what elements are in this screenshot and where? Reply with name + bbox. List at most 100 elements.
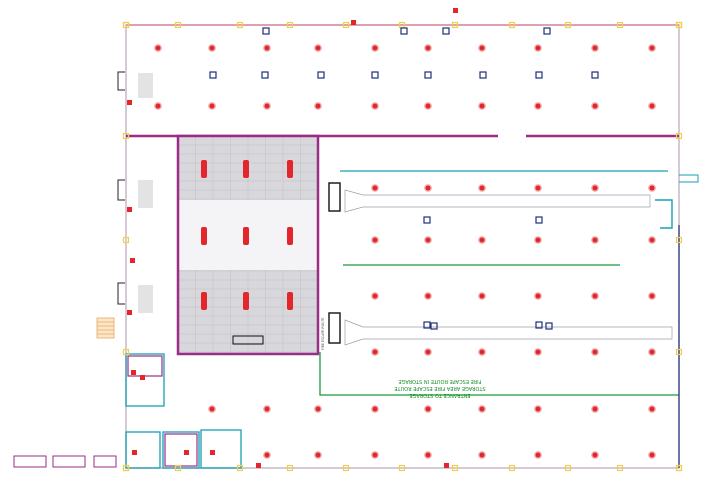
pillar [508,21,516,29]
sprinkler-head-icon [371,451,379,459]
fire-hose-icon [232,335,264,345]
fire-alarm-icon [444,463,449,468]
pillar [286,464,294,472]
fire-alarm-icon [127,100,132,105]
fire-extinguisher-icon [442,27,450,35]
sprinkler-head-icon [591,292,599,300]
fire-extinguisher-icon [430,322,438,330]
fire-extinguisher-icon [261,71,269,79]
fire-extinguisher-icon [317,71,325,79]
storage-rack-marker [287,292,293,310]
sprinkler-head-icon [534,184,542,192]
sprinkler-head-icon [371,405,379,413]
sprinkler-head-icon [534,236,542,244]
sprinkler-head-icon [478,348,486,356]
sprinkler-head-icon [154,102,162,110]
right-entrance [679,174,699,183]
pillar [675,236,683,244]
stair-icon [96,317,115,339]
fire-extinguisher-icon [535,321,543,329]
sprinkler-head-icon [591,348,599,356]
pillar [675,21,683,29]
storage-rack-marker [201,160,207,178]
fire-panel-icon [328,182,341,344]
pillar [342,464,350,472]
storage-rack-marker [243,292,249,310]
pillar [122,132,130,140]
sprinkler-head-icon [314,405,322,413]
fire-alarm-icon [453,8,458,13]
sprinkler-head-icon [478,292,486,300]
pillar [508,464,516,472]
left-door-frames [117,71,125,305]
sprinkler-head-icon [591,236,599,244]
sprinkler-head-icon [648,405,656,413]
sprinkler-head-icon [424,102,432,110]
fire-extinguisher-icon [424,71,432,79]
sprinkler-head-icon [534,405,542,413]
sprinkler-head-icon [424,292,432,300]
sprinkler-head-icon [648,236,656,244]
fire-extinguisher-icon [400,27,408,35]
fire-alarm-icon [127,207,132,212]
escape-route-note: ENTRANCE TO STORAGE STORAGE AREA FIRE ES… [394,378,485,398]
storage-rack-marker [201,292,207,310]
conveyor-upper [344,189,651,213]
storage-rack-marker [243,227,249,245]
pillar [675,132,683,140]
sprinkler-head-icon [591,184,599,192]
sprinkler-head-icon [478,236,486,244]
outside-parking-marks [13,455,117,468]
pillar [675,464,683,472]
pillar [174,21,182,29]
sprinkler-head-icon [648,451,656,459]
sprinkler-head-icon [371,292,379,300]
sprinkler-head-icon [371,236,379,244]
note-line-2: STORAGE AREA FIRE ESCAPE ROUTE [394,385,485,391]
fire-extinguisher-icon [545,322,553,330]
pillar [616,464,624,472]
fire-extinguisher-icon [535,216,543,224]
sprinkler-head-icon [534,348,542,356]
sprinkler-head-icon [534,451,542,459]
sprinkler-head-icon [263,405,271,413]
fire-extinguisher-icon [423,321,431,329]
sprinkler-head-icon [314,451,322,459]
sprinkler-head-icon [478,405,486,413]
pillar [236,464,244,472]
bottom-left-rooms [125,353,242,469]
fire-alarm-icon [130,258,135,263]
sprinkler-head-icon [371,184,379,192]
sprinkler-head-icon [424,451,432,459]
note-line-3: FIRE ESCAPE ROUTE IN STORAGE [398,378,481,384]
fire-extinguisher-icon [535,71,543,79]
pillar [564,21,572,29]
fire-alarm-icon [140,375,145,380]
pillar [616,21,624,29]
pillar [342,21,350,29]
sprinkler-head-icon [648,102,656,110]
sprinkler-head-icon [208,405,216,413]
fire-alarm-icon [210,450,215,455]
sprinkler-head-icon [424,44,432,52]
sprinkler-head-icon [154,44,162,52]
escape-route-line [319,352,679,396]
sprinkler-head-icon [591,405,599,413]
fire-alarm-icon [256,463,261,468]
sprinkler-head-icon [424,184,432,192]
fire-extinguisher-icon [423,216,431,224]
sprinkler-head-icon [648,44,656,52]
note-line-1: ENTRANCE TO STORAGE [409,392,470,398]
sprinkler-head-icon [263,451,271,459]
fire-alarm-icon [351,20,356,25]
sprinkler-head-icon [371,348,379,356]
sprinkler-head-icon [534,292,542,300]
sprinkler-head-icon [208,44,216,52]
fire-extinguisher-icon [262,27,270,35]
sprinkler-head-icon [478,451,486,459]
fire-extinguisher-icon [479,71,487,79]
sprinkler-head-icon [648,348,656,356]
sprinkler-head-icon [534,44,542,52]
fire-alarm-icon [131,370,136,375]
